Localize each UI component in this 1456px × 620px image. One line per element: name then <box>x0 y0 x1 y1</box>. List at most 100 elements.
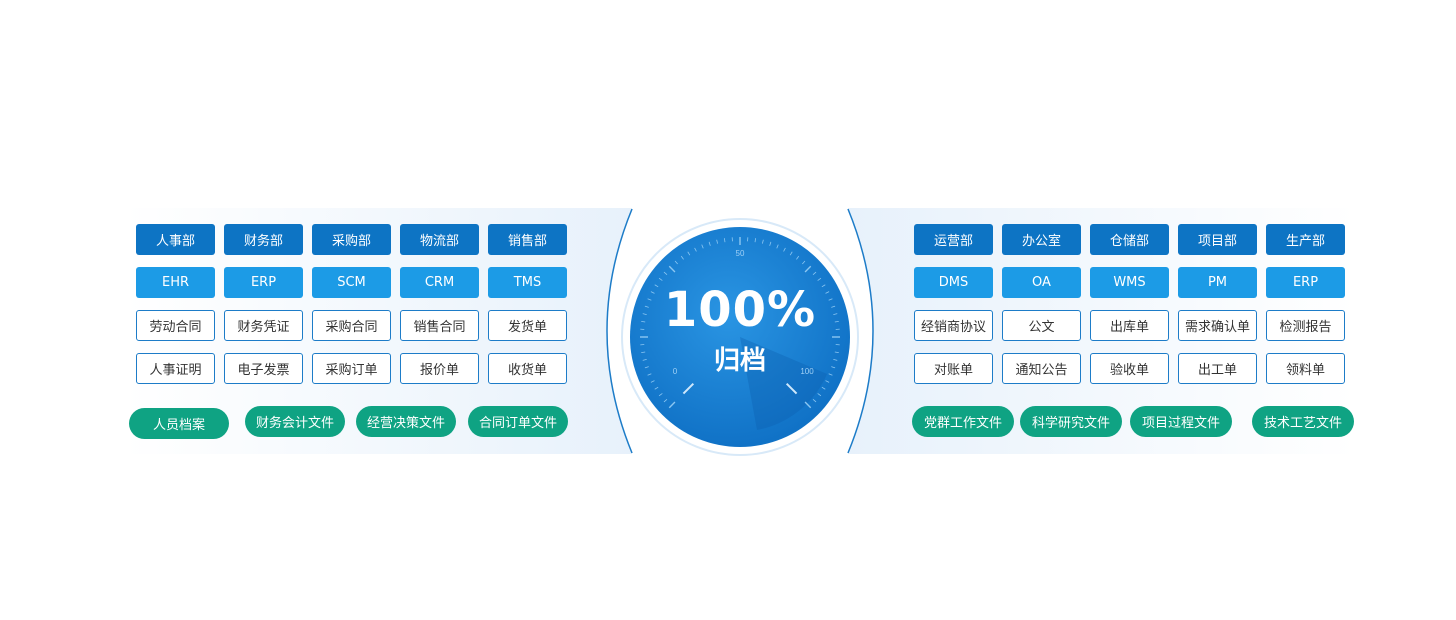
document-cell[interactable]: 采购订单 <box>312 353 391 384</box>
gauge-tick <box>642 359 647 361</box>
document-cell[interactable]: 经销商协议 <box>914 310 993 341</box>
gauge-tick <box>708 241 711 246</box>
system-cell[interactable]: TMS <box>488 267 567 298</box>
gauge-tick <box>804 265 812 273</box>
archive-pill[interactable]: 财务会计文件 <box>245 406 345 437</box>
system-cell[interactable]: SCM <box>312 267 391 298</box>
document-cell[interactable]: 出库单 <box>1090 310 1169 341</box>
gauge-tick <box>674 260 678 265</box>
gauge-tick <box>776 244 779 249</box>
gauge-tick <box>762 239 764 244</box>
left-panel: 人事部 财务部 采购部 物流部 销售部 EHR ERP SCM CRM TMS … <box>124 208 634 454</box>
gauge-tick <box>716 239 718 244</box>
dept-cell[interactable]: 财务部 <box>224 224 303 255</box>
document-cell[interactable]: 销售合同 <box>400 310 479 341</box>
archive-pill[interactable]: 人员档案 <box>129 408 229 439</box>
document-cell[interactable]: 出工单 <box>1178 353 1257 384</box>
gauge-tick-label: 100 <box>800 367 814 376</box>
gauge-tick <box>654 284 659 288</box>
document-cell[interactable]: 领料单 <box>1266 353 1345 384</box>
gauge-tick <box>644 305 649 308</box>
gauge-tick <box>701 244 704 249</box>
gauge-tick <box>650 380 655 383</box>
gauge-shade <box>740 337 827 430</box>
gauge-end-marker <box>785 382 798 395</box>
document-cell[interactable]: 财务凭证 <box>224 310 303 341</box>
gauge-tick <box>694 247 697 252</box>
gauge-tick <box>804 401 812 409</box>
gauge-tick <box>663 271 668 275</box>
dept-cell[interactable]: 采购部 <box>312 224 391 255</box>
gauge-tick <box>641 320 646 323</box>
gauge-tick-label: 0 <box>673 367 678 376</box>
gauge-tick <box>680 255 684 260</box>
gauge-tick <box>658 277 663 281</box>
gauge-tick <box>687 251 691 256</box>
gauge-tick-label: 50 <box>736 249 745 258</box>
dept-cell[interactable]: 物流部 <box>400 224 479 255</box>
document-cell[interactable]: 收货单 <box>488 353 567 384</box>
system-cell[interactable]: EHR <box>136 267 215 298</box>
dept-cell[interactable]: 仓储部 <box>1090 224 1169 255</box>
gauge-tick <box>723 238 726 243</box>
gauge-tick <box>833 313 838 315</box>
document-cell[interactable]: 通知公告 <box>1002 353 1081 384</box>
system-cell[interactable]: CRM <box>400 267 479 298</box>
right-panel: 运营部 办公室 仓储部 项目部 生产部 DMS OA WMS PM ERP 经销… <box>846 208 1356 454</box>
gauge-tick <box>783 247 786 252</box>
archive-label: 归档 <box>713 346 766 376</box>
archive-pill[interactable]: 科学研究文件 <box>1020 406 1122 437</box>
dept-cell[interactable]: 人事部 <box>136 224 215 255</box>
dept-cell[interactable]: 销售部 <box>488 224 567 255</box>
archive-pill[interactable]: 党群工作文件 <box>912 406 1014 437</box>
gauge-tick <box>647 298 652 301</box>
gauge-tick <box>831 366 836 369</box>
document-cell[interactable]: 验收单 <box>1090 353 1169 384</box>
document-cell[interactable]: 发货单 <box>488 310 567 341</box>
archive-pill[interactable]: 合同订单文件 <box>468 406 568 437</box>
document-cell[interactable]: 报价单 <box>400 353 479 384</box>
system-cell[interactable]: PM <box>1178 267 1257 298</box>
dept-cell[interactable]: 项目部 <box>1178 224 1257 255</box>
document-cell[interactable]: 检测报告 <box>1266 310 1345 341</box>
archive-pill[interactable]: 经营决策文件 <box>356 406 456 437</box>
gauge-tick <box>754 238 757 243</box>
document-cell[interactable]: 人事证明 <box>136 353 215 384</box>
gauge-tick <box>654 386 659 390</box>
archive-percent: 100% <box>663 282 817 338</box>
archive-pill[interactable]: 技术工艺文件 <box>1252 406 1354 437</box>
gauge-tick <box>812 399 817 403</box>
system-cell[interactable]: WMS <box>1090 267 1169 298</box>
document-cell[interactable]: 公文 <box>1002 310 1081 341</box>
gauge-tick <box>647 373 652 376</box>
gauge-tick <box>834 320 839 323</box>
system-cell[interactable]: ERP <box>1266 267 1345 298</box>
gauge-tick <box>828 298 833 301</box>
dept-cell[interactable]: 办公室 <box>1002 224 1081 255</box>
system-cell[interactable]: ERP <box>224 267 303 298</box>
dept-cell[interactable]: 生产部 <box>1266 224 1345 255</box>
system-cell[interactable]: OA <box>1002 267 1081 298</box>
gauge-tick <box>769 241 772 246</box>
gauge-tick <box>668 265 676 273</box>
dept-cell[interactable]: 运营部 <box>914 224 993 255</box>
right-grid: 运营部 办公室 仓储部 项目部 生产部 DMS OA WMS PM ERP 经销… <box>914 224 1345 384</box>
system-cell[interactable]: DMS <box>914 267 993 298</box>
gauge-tick <box>828 373 833 376</box>
document-cell[interactable]: 采购合同 <box>312 310 391 341</box>
gauge-tick <box>833 359 838 361</box>
left-grid: 人事部 财务部 采购部 物流部 销售部 EHR ERP SCM CRM TMS … <box>136 224 567 384</box>
gauge-tick <box>644 366 649 369</box>
gauge-tick <box>668 401 676 409</box>
document-cell[interactable]: 电子发票 <box>224 353 303 384</box>
document-cell[interactable]: 需求确认单 <box>1178 310 1257 341</box>
archive-gauge: 50 0 100 <box>621 218 859 456</box>
gauge-tick <box>831 305 836 308</box>
document-cell[interactable]: 劳动合同 <box>136 310 215 341</box>
gauge-tick <box>817 393 822 397</box>
archive-pill[interactable]: 项目过程文件 <box>1130 406 1232 437</box>
gauge-tick <box>802 260 806 265</box>
gauge-tick <box>834 351 839 354</box>
gauge-tick <box>825 291 830 294</box>
document-cell[interactable]: 对账单 <box>914 353 993 384</box>
